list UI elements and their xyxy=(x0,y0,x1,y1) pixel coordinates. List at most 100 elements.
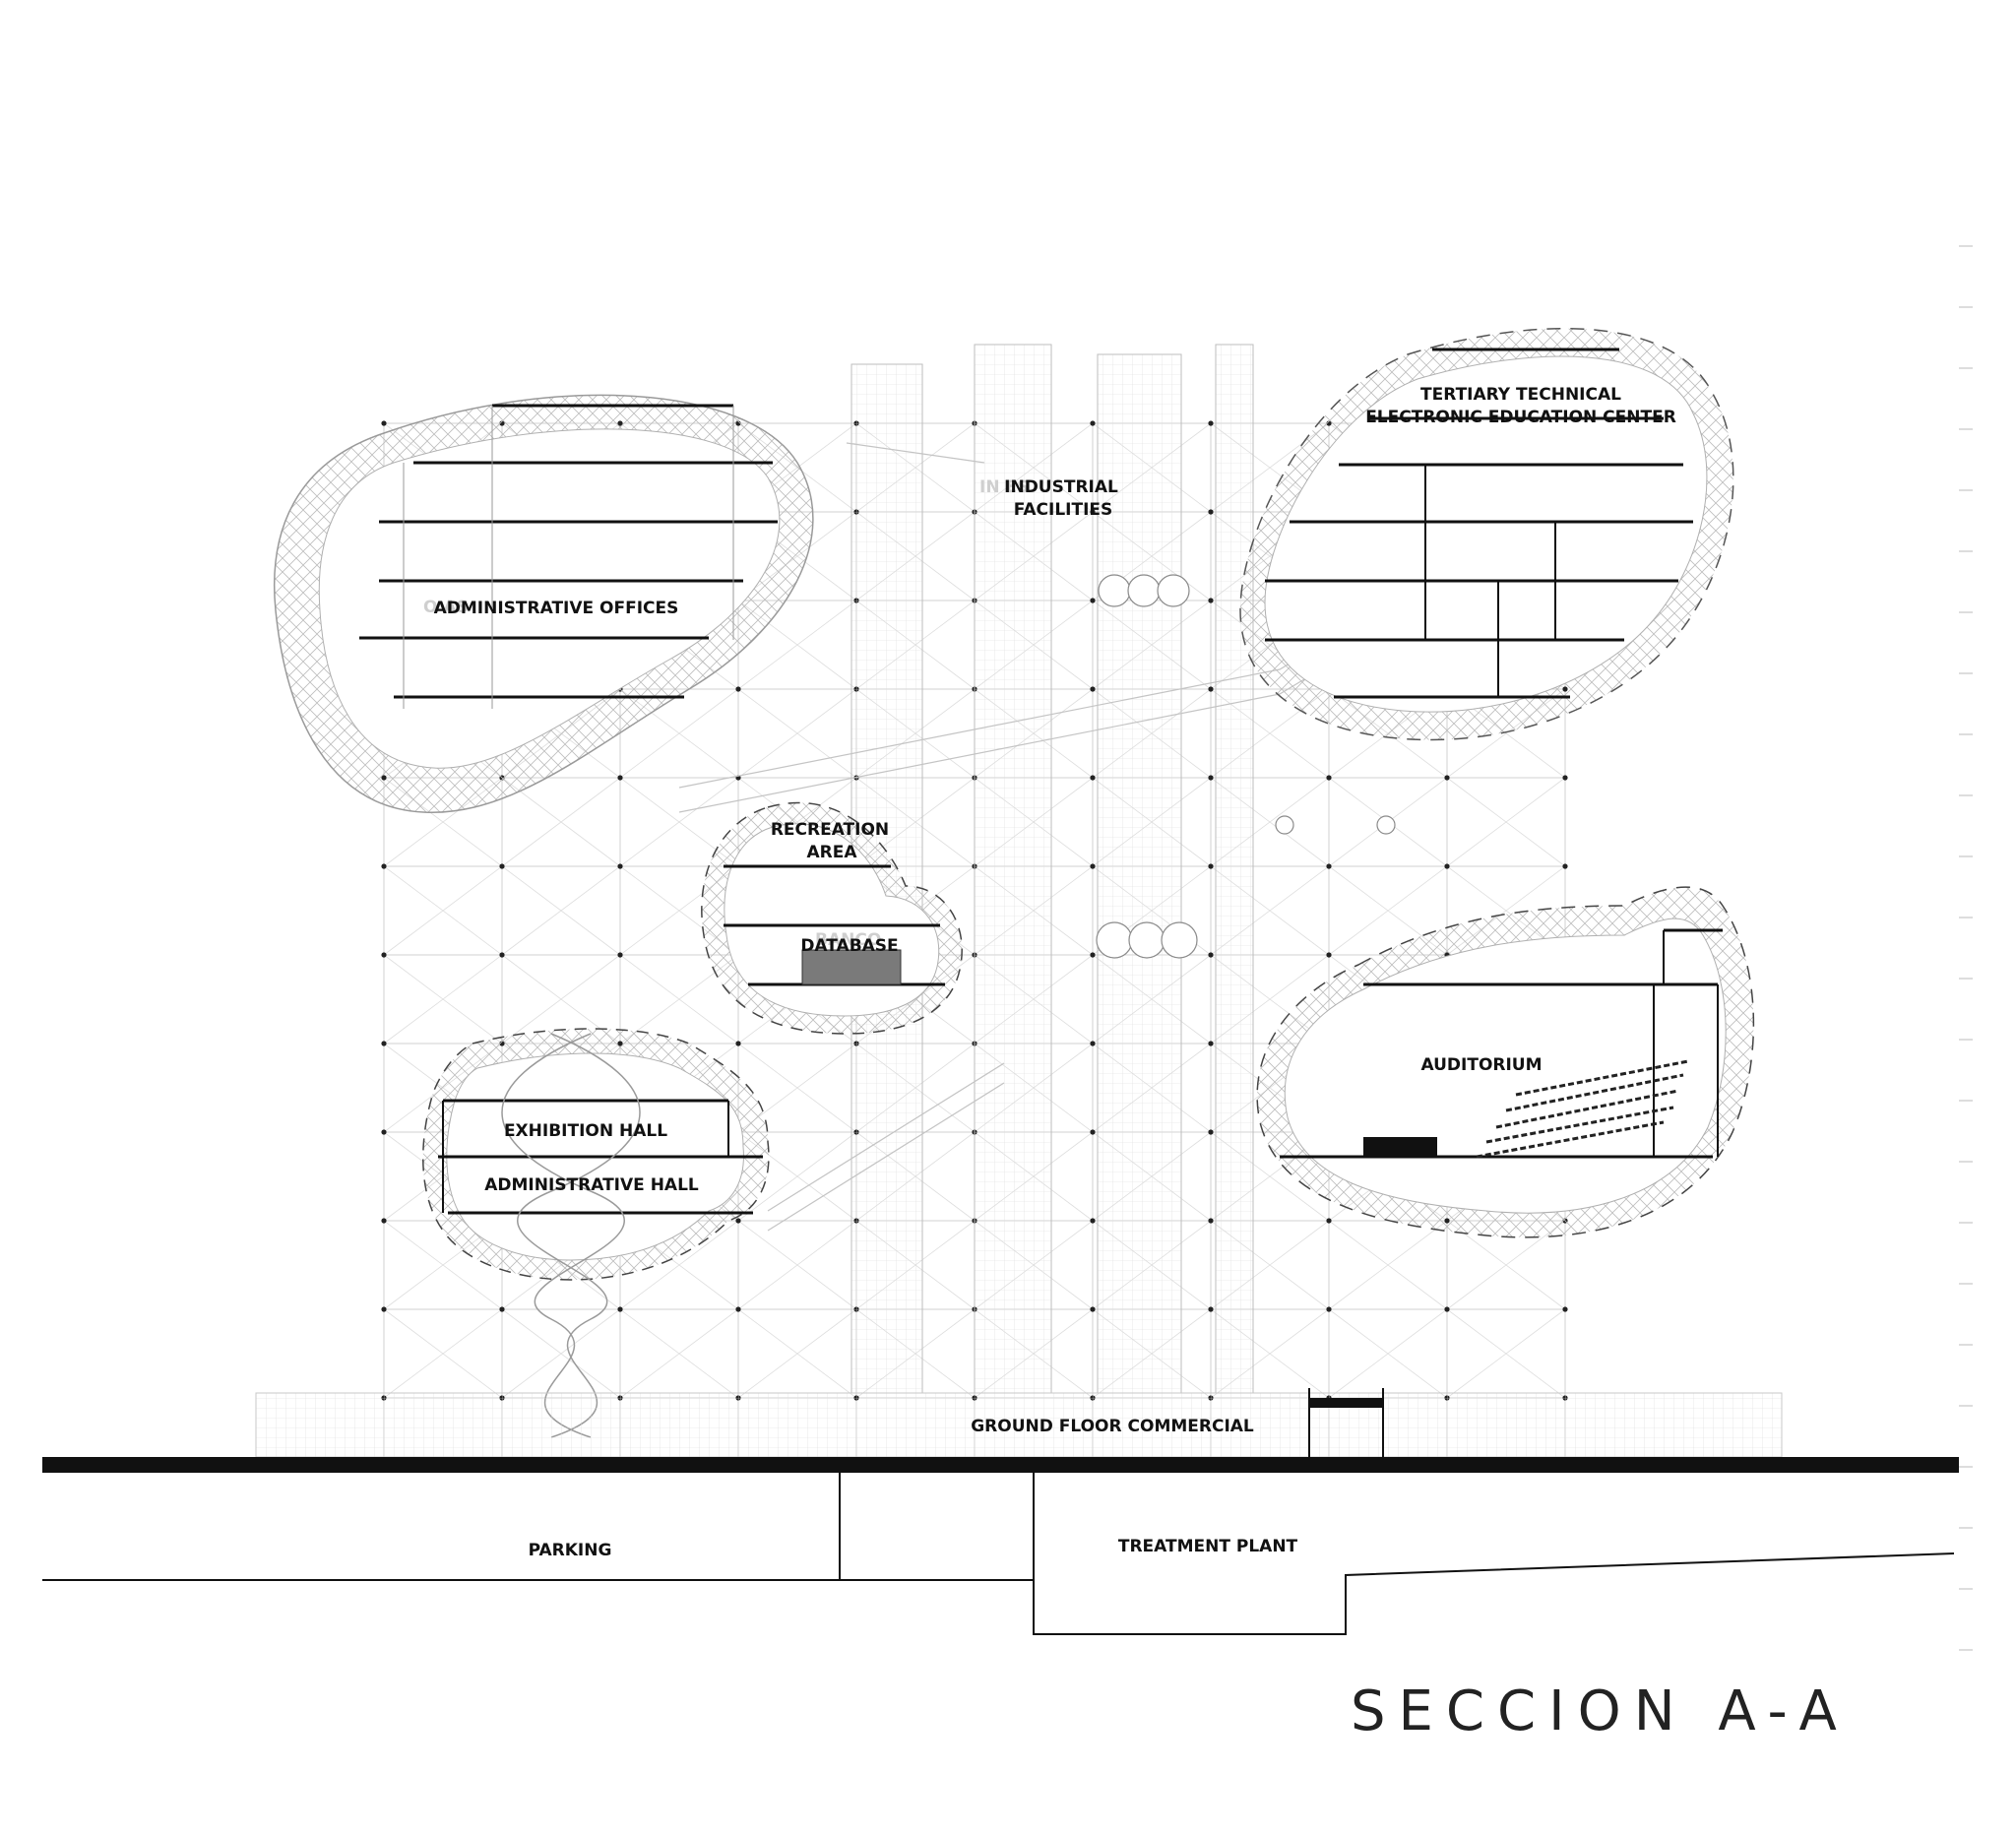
grid-node xyxy=(1090,1218,1096,1224)
parking-outline xyxy=(42,1473,1035,1581)
grid-node xyxy=(1208,1306,1214,1312)
tank xyxy=(1275,815,1294,835)
grid-node xyxy=(1090,598,1096,603)
treatment-plant-outline xyxy=(1033,1552,1955,1635)
core-shaft-right xyxy=(1097,353,1182,1394)
grid-brace xyxy=(383,954,503,1045)
ramp-mid xyxy=(846,442,985,464)
grid-node xyxy=(1208,509,1214,515)
entry-canopy xyxy=(1309,1398,1383,1408)
label-parking: PARKING xyxy=(529,1541,612,1560)
grid-node xyxy=(1208,1218,1214,1224)
svg-text:IN ES: IN ES xyxy=(979,477,1029,497)
grid-node xyxy=(1090,1129,1096,1135)
grid-node xyxy=(1208,598,1214,603)
tank xyxy=(1157,574,1190,607)
pod-tertiary-education-center xyxy=(1239,328,1734,741)
core-shaft-center xyxy=(974,344,1052,1394)
grid-node xyxy=(381,952,387,958)
grid-brace xyxy=(501,1308,621,1399)
grid-node xyxy=(1326,1306,1332,1312)
grid-node xyxy=(735,686,741,692)
grid-brace xyxy=(737,1220,857,1310)
tank xyxy=(1096,921,1133,959)
grid-node xyxy=(617,1306,623,1312)
grid-node xyxy=(499,952,505,958)
grid-node xyxy=(1090,420,1096,426)
grid-node xyxy=(1208,420,1214,426)
svg-text:BANCO: BANCO xyxy=(815,930,881,950)
grid-node xyxy=(499,863,505,869)
grid-node xyxy=(735,1306,741,1312)
grid-node xyxy=(381,1041,387,1046)
grid-node xyxy=(499,1306,505,1312)
label-industrial-facilities-1: INDUSTRIAL xyxy=(1004,477,1118,497)
grid-node xyxy=(1090,1041,1096,1046)
grid-brace xyxy=(619,1220,739,1310)
ground-slab xyxy=(42,1457,1959,1473)
database-racks xyxy=(801,949,902,985)
label-exhibition-hall: EXHIBITION HALL xyxy=(504,1121,667,1141)
grid-brace xyxy=(383,865,503,956)
elevation-ruler xyxy=(1959,245,1973,1651)
label-auditorium: AUDITORIUM xyxy=(1420,1055,1542,1075)
auditorium-stage xyxy=(1363,1137,1437,1157)
auditorium-seating xyxy=(1476,1059,1689,1159)
grid-brace xyxy=(1328,1308,1448,1399)
grid-brace xyxy=(501,954,621,1045)
grid-node xyxy=(1208,1129,1214,1135)
pod-interior xyxy=(318,428,781,769)
ramp-lower xyxy=(767,1062,1005,1212)
room-labels: ADMINISTRATIVE OFFICES INDUSTRIAL FACILI… xyxy=(434,385,1676,1560)
grid-node xyxy=(1444,775,1450,781)
pod-administrative-offices xyxy=(273,394,814,813)
ground-floor-commercial-band xyxy=(255,1392,1783,1458)
grid-node xyxy=(1090,686,1096,692)
pod-interior xyxy=(1264,355,1708,713)
grid-node xyxy=(1444,863,1450,869)
grid-brace xyxy=(501,865,621,956)
grid-node xyxy=(735,1218,741,1224)
label-electronic-education-center: ELECTRONIC EDUCATION CENTER xyxy=(1365,408,1676,427)
grid-node xyxy=(381,420,387,426)
grid-node xyxy=(1208,686,1214,692)
ghost-labels: IN ES O AS BANCO xyxy=(423,477,1029,950)
grid-node xyxy=(1562,1306,1568,1312)
grid-node xyxy=(1090,1306,1096,1312)
label-ground-floor-commercial: GROUND FLOOR COMMERCIAL xyxy=(971,1417,1254,1436)
grid-brace xyxy=(737,688,857,779)
grid-node xyxy=(1326,1218,1332,1224)
basement xyxy=(42,1473,1955,1635)
grid-node xyxy=(1562,775,1568,781)
grid-brace xyxy=(1328,1220,1448,1310)
ramp-lower-b xyxy=(767,1082,1005,1232)
grid-node xyxy=(1208,775,1214,781)
core-shaft-far-right xyxy=(1215,344,1254,1394)
label-treatment-plant: TREATMENT PLANT xyxy=(1118,1537,1298,1556)
grid-node xyxy=(1326,775,1332,781)
tank xyxy=(1376,815,1396,835)
grid-brace xyxy=(619,1308,739,1399)
label-industrial-facilities-2: FACILITIES xyxy=(1014,500,1113,520)
pod-exhibition-hall xyxy=(422,1028,770,1438)
grid-node xyxy=(381,1218,387,1224)
grid-brace xyxy=(619,777,739,867)
pod-auditorium xyxy=(1256,886,1755,1238)
grid-node xyxy=(381,1306,387,1312)
grid-node xyxy=(1326,863,1332,869)
tank xyxy=(1098,574,1131,607)
grid-node xyxy=(1090,952,1096,958)
grid-node xyxy=(381,1129,387,1135)
grid-node xyxy=(1208,1041,1214,1046)
grid-node xyxy=(1562,863,1568,869)
grid-brace xyxy=(1328,865,1448,956)
tank xyxy=(1161,921,1198,959)
grid-brace xyxy=(1446,777,1566,867)
grid-node xyxy=(1444,1306,1450,1312)
grid-node xyxy=(735,1041,741,1046)
grid-brace xyxy=(501,777,621,867)
grid-node xyxy=(1090,775,1096,781)
grid-brace xyxy=(737,1308,857,1399)
label-recreation: RECREATION xyxy=(771,820,889,840)
